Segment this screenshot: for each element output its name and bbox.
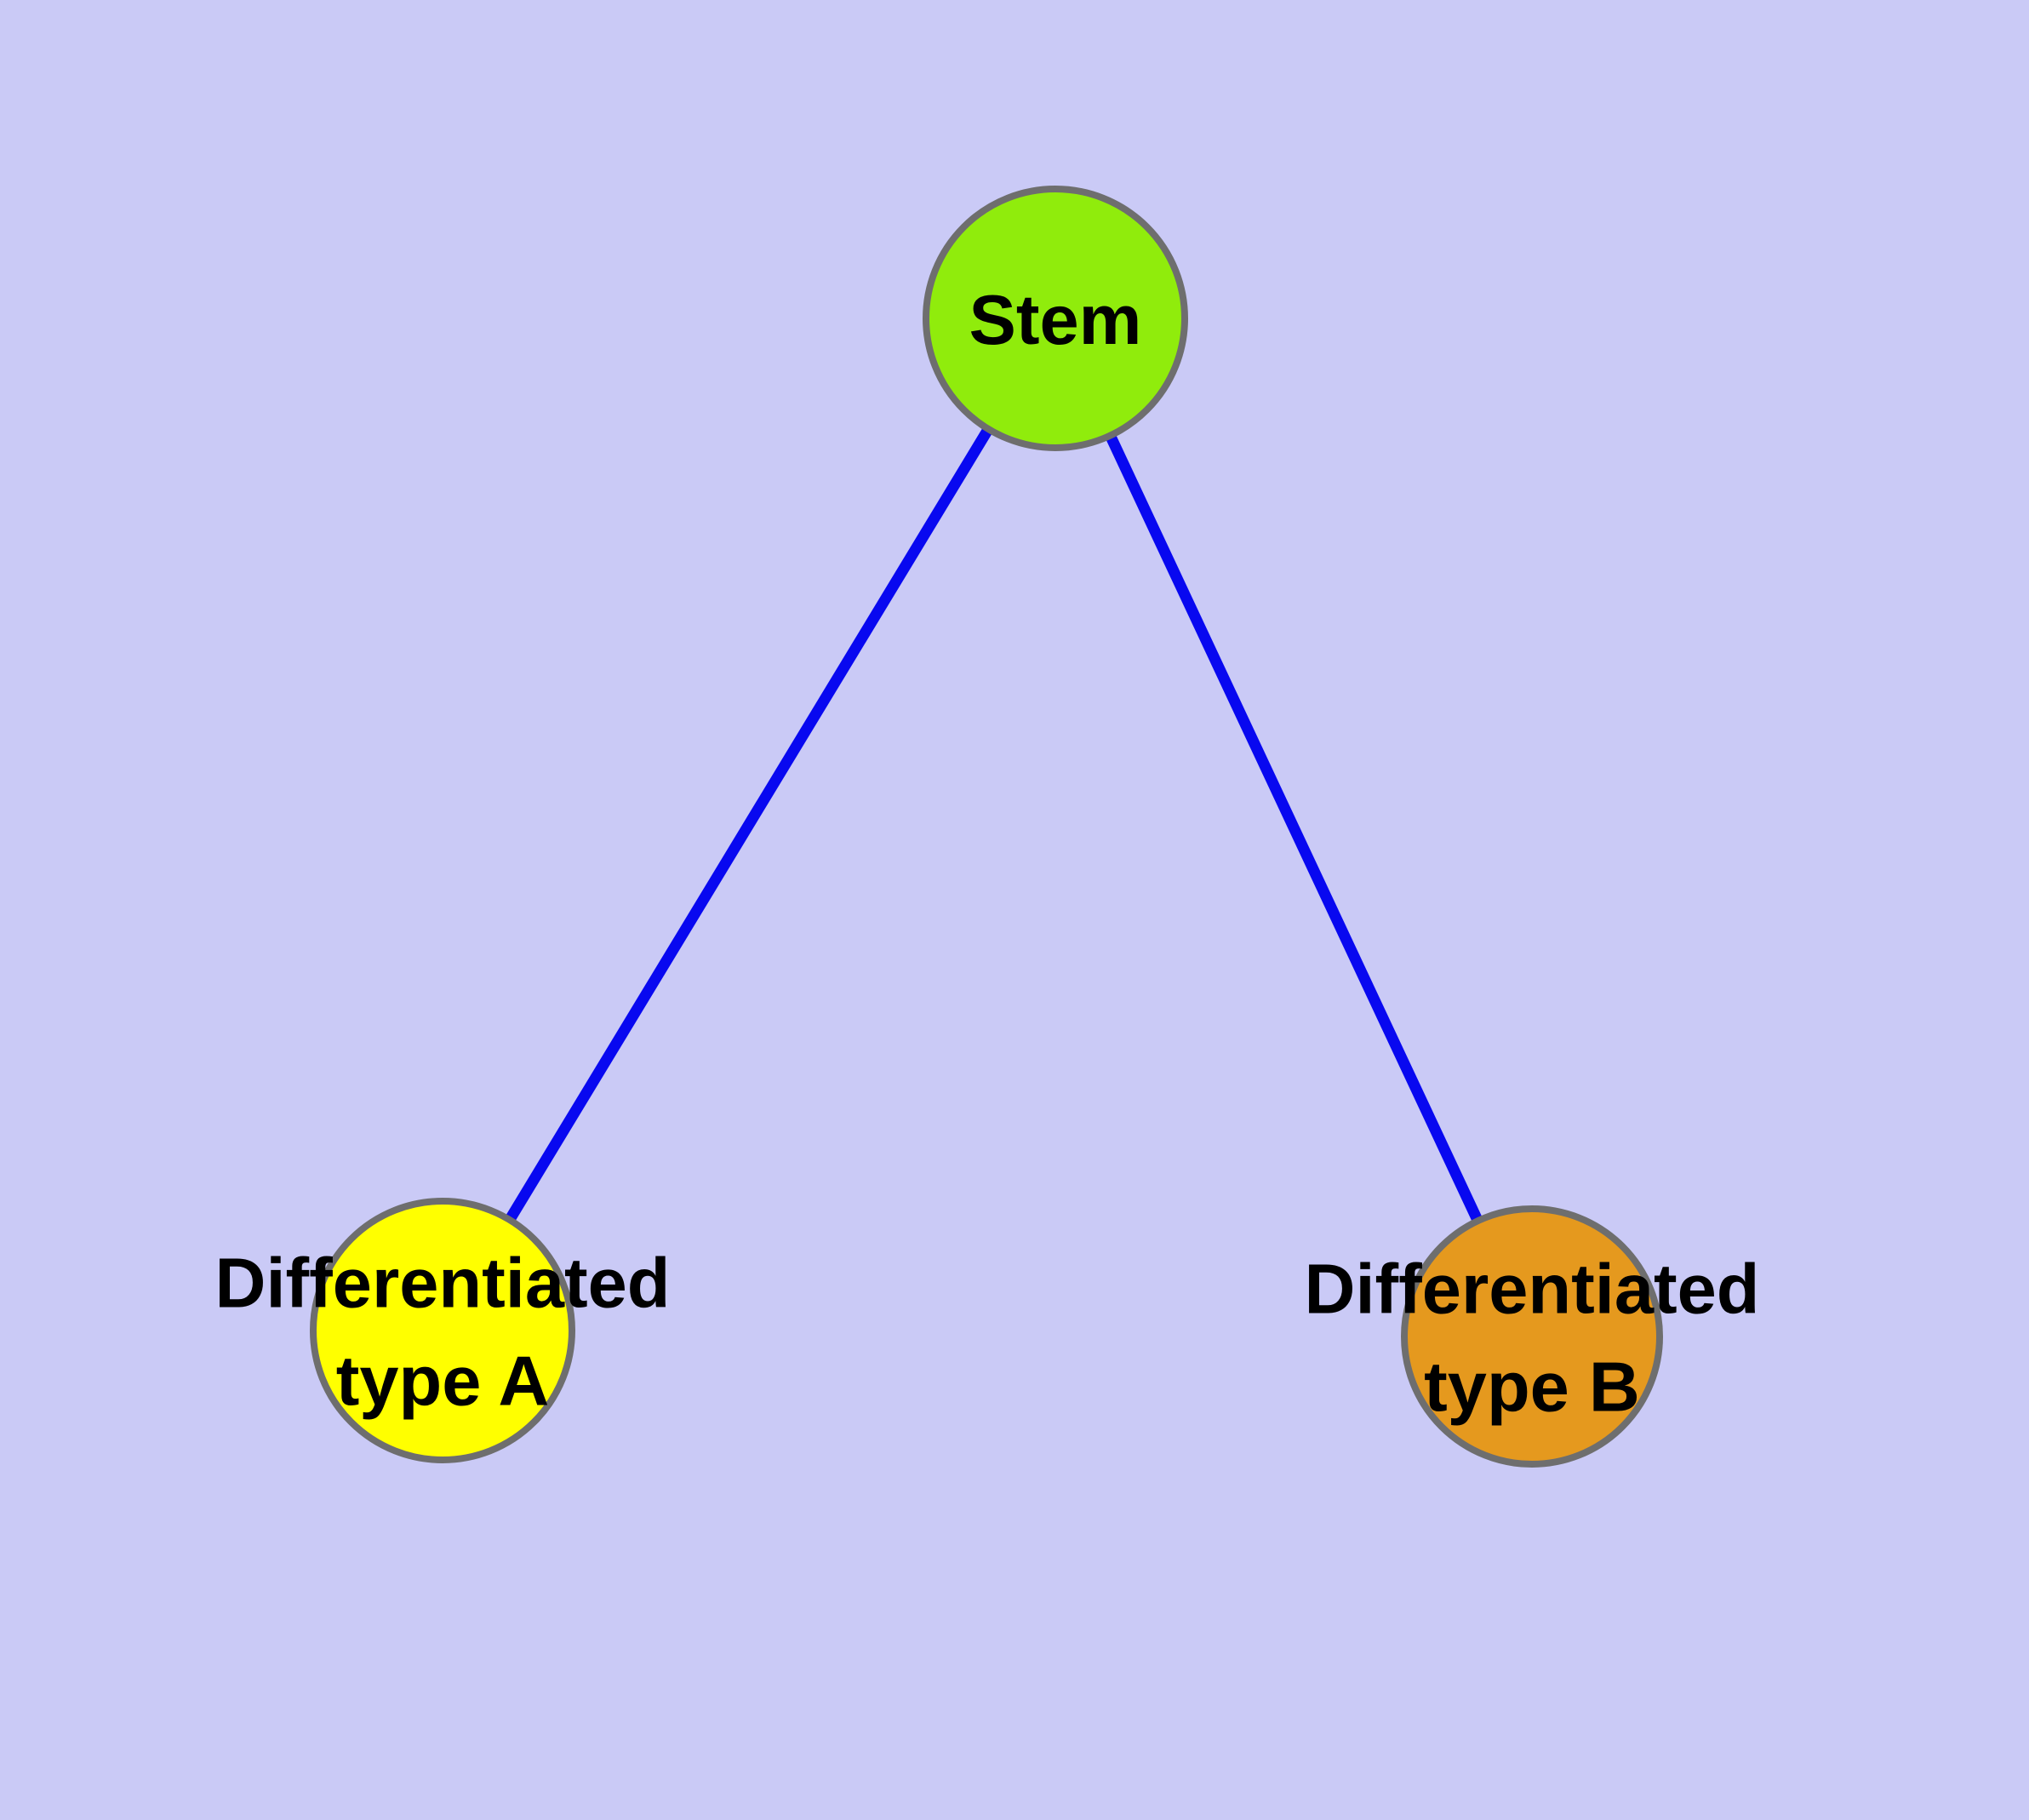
edge-stem-differentiated-type-b — [1050, 316, 1537, 1339]
node-differentiated-type-a — [310, 1198, 575, 1463]
node-label-stem: Stem — [969, 280, 1142, 359]
node-differentiated-type-b — [1401, 1205, 1663, 1468]
node-stem — [923, 186, 1188, 451]
edge-stem-differentiated-type-a — [437, 315, 1060, 1334]
